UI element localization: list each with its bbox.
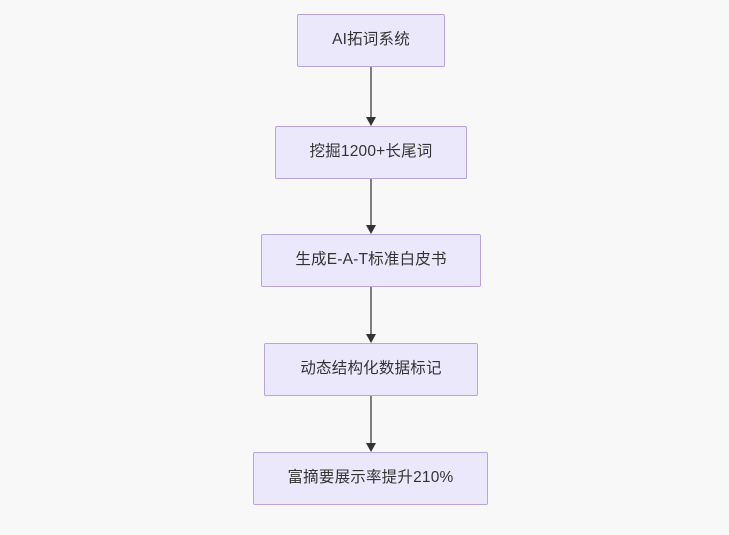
arrowhead-icon	[365, 117, 376, 126]
flow-node-ai-keyword-system[interactable]: AI拓词系统	[297, 14, 445, 67]
flow-node-mine-longtail-keywords[interactable]: 挖掘1200+长尾词	[275, 126, 467, 179]
edge-line	[370, 179, 372, 227]
flow-node-label: 挖掘1200+长尾词	[309, 143, 433, 161]
arrowhead-icon	[365, 225, 376, 234]
flow-node-label: AI拓词系统	[332, 31, 410, 49]
flow-edge-1	[365, 67, 376, 126]
arrowhead-icon	[365, 443, 376, 452]
flow-node-dynamic-structured-data-markup[interactable]: 动态结构化数据标记	[264, 343, 478, 396]
flow-edge-3	[365, 287, 376, 343]
flow-edge-2	[365, 179, 376, 234]
edge-line	[370, 287, 372, 336]
flow-node-label: 动态结构化数据标记	[300, 360, 442, 378]
flow-node-generate-eat-whitepaper[interactable]: 生成E-A-T标准白皮书	[261, 234, 481, 287]
arrowhead-icon	[365, 334, 376, 343]
flow-node-rich-snippet-impression-lift[interactable]: 富摘要展示率提升210%	[253, 452, 488, 505]
flow-edge-4	[365, 396, 376, 452]
edge-line	[370, 396, 372, 445]
flow-node-label: 富摘要展示率提升210%	[287, 469, 454, 487]
edge-line	[370, 67, 372, 119]
flow-node-label: 生成E-A-T标准白皮书	[295, 251, 447, 269]
